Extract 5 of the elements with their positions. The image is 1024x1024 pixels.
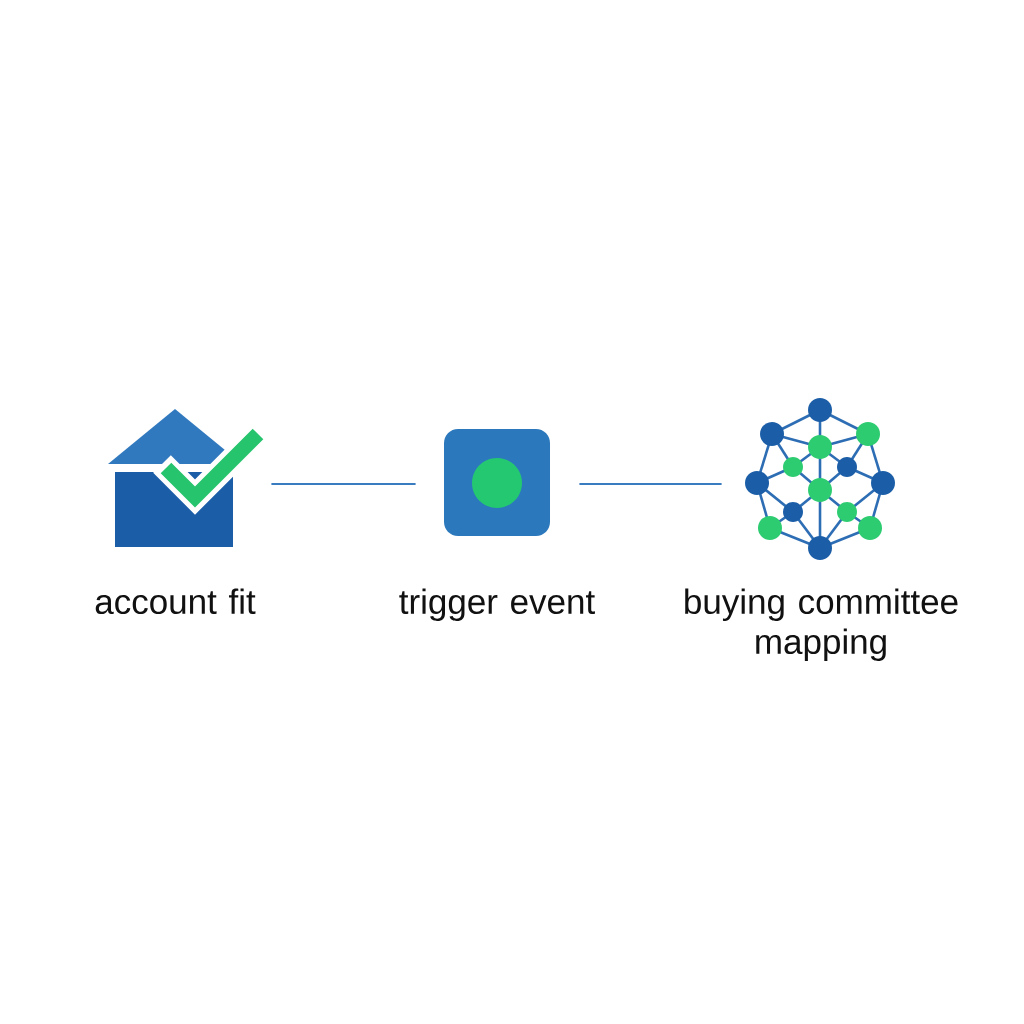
icon-caption: account fit xyxy=(95,588,256,615)
connector-line xyxy=(579,482,722,486)
connector-line xyxy=(271,482,416,486)
icon-caption: buying committee mapping xyxy=(685,588,958,662)
icon-caption: trigger event xyxy=(399,588,595,622)
